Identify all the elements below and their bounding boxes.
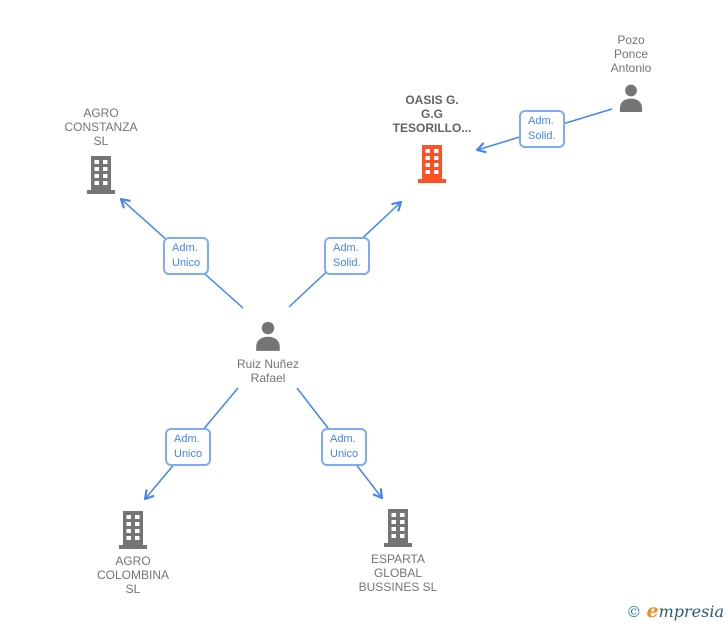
edge-label-adm-unico[interactable]: Adm. Unico xyxy=(165,428,212,466)
node-label: AGRO COLOMBINA SL xyxy=(96,554,169,596)
edge-label-adm-unico[interactable]: Adm. Unico xyxy=(163,237,210,275)
edge-label-adm-unico[interactable]: Adm. Unico xyxy=(321,428,368,466)
building-icon xyxy=(87,156,115,194)
brand-wordmark: empresia xyxy=(646,600,725,622)
node-agro-colombina-sl[interactable]: AGRO COLOMBINA SL xyxy=(73,511,193,596)
building-icon xyxy=(418,145,446,183)
node-ruiz-nunez-rafael[interactable]: Ruiz Nuñez Rafael xyxy=(213,320,323,385)
node-label: Pozo Ponce Antonio xyxy=(610,33,652,75)
node-esparta-global-bussines-sl[interactable]: ESPARTA GLOBAL BUSSINES SL xyxy=(338,509,458,594)
node-label: OASIS G. G.G TESORILLO... xyxy=(392,93,472,135)
person-icon xyxy=(256,321,280,351)
node-oasis-g-gg-tesorillo[interactable]: OASIS G. G.G TESORILLO... xyxy=(372,93,492,183)
building-icon xyxy=(384,509,412,547)
building-icon xyxy=(119,511,147,549)
node-pozo-ponce-antonio[interactable]: Pozo Ponce Antonio xyxy=(576,33,686,113)
edge-label-adm-solid[interactable]: Adm. Solid. xyxy=(519,110,565,148)
node-label: ESPARTA GLOBAL BUSSINES SL xyxy=(358,552,438,594)
empresia-logo[interactable]: © empresia xyxy=(626,600,724,622)
person-icon xyxy=(619,84,643,112)
node-agro-constanza-sl[interactable]: AGRO CONSTANZA SL xyxy=(41,106,161,194)
edge-label-adm-solid[interactable]: Adm. Solid. xyxy=(324,237,370,275)
node-label: AGRO CONSTANZA SL xyxy=(64,106,138,148)
node-label: Ruiz Nuñez Rafael xyxy=(236,357,300,385)
copyright-symbol: © xyxy=(626,603,642,621)
